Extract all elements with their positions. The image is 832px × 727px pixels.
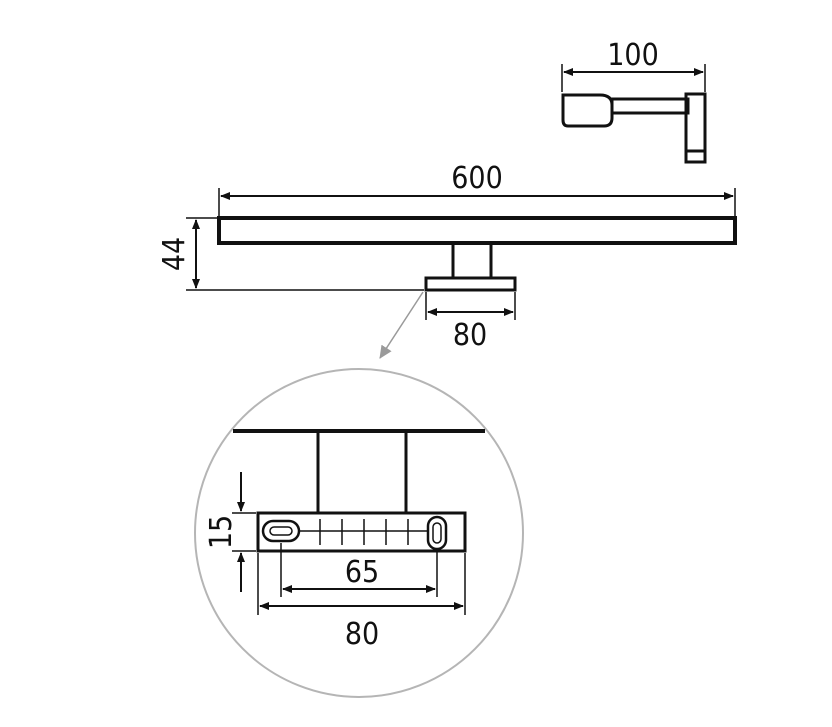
detail-mounting-plate xyxy=(256,511,467,553)
dimension-44: 44 xyxy=(157,217,424,291)
detail-slot-right-inner xyxy=(432,522,442,544)
dimension-80-top: 80 xyxy=(425,292,516,353)
bracket-stem xyxy=(451,241,493,280)
side-view-wall-plate-foot xyxy=(684,149,707,164)
dimension-100: 100 xyxy=(561,38,706,92)
side-view xyxy=(561,92,707,164)
detail-slot-left xyxy=(261,519,301,543)
detail-circle xyxy=(194,368,524,698)
side-view-lamp-head xyxy=(561,93,614,128)
dimension-100-label: 100 xyxy=(607,38,659,73)
dimension-65: 65 xyxy=(280,543,438,597)
dimension-65-label: 65 xyxy=(345,555,379,590)
dimension-80-top-label: 80 xyxy=(453,318,487,353)
front-view xyxy=(217,216,737,292)
detail-slot-left-inner xyxy=(269,526,293,536)
detail-bracket-stem xyxy=(316,429,408,515)
detail-view: 15 65 80 xyxy=(194,368,524,698)
mounting-plate xyxy=(424,276,517,292)
dimension-15: 15 xyxy=(204,472,256,592)
side-view-arm xyxy=(610,97,690,115)
detail-slot-right xyxy=(426,515,448,551)
detail-scale xyxy=(299,519,428,545)
dimension-15-label: 15 xyxy=(204,515,239,549)
dimension-600: 600 xyxy=(218,161,736,216)
dimension-80-bottom-label: 80 xyxy=(345,617,379,652)
dimension-80-bottom: 80 xyxy=(257,553,466,652)
dimension-44-label: 44 xyxy=(157,237,192,271)
detail-leader-arrow xyxy=(379,291,424,359)
dimension-600-label: 600 xyxy=(451,161,503,196)
lamp-bar xyxy=(217,216,737,245)
